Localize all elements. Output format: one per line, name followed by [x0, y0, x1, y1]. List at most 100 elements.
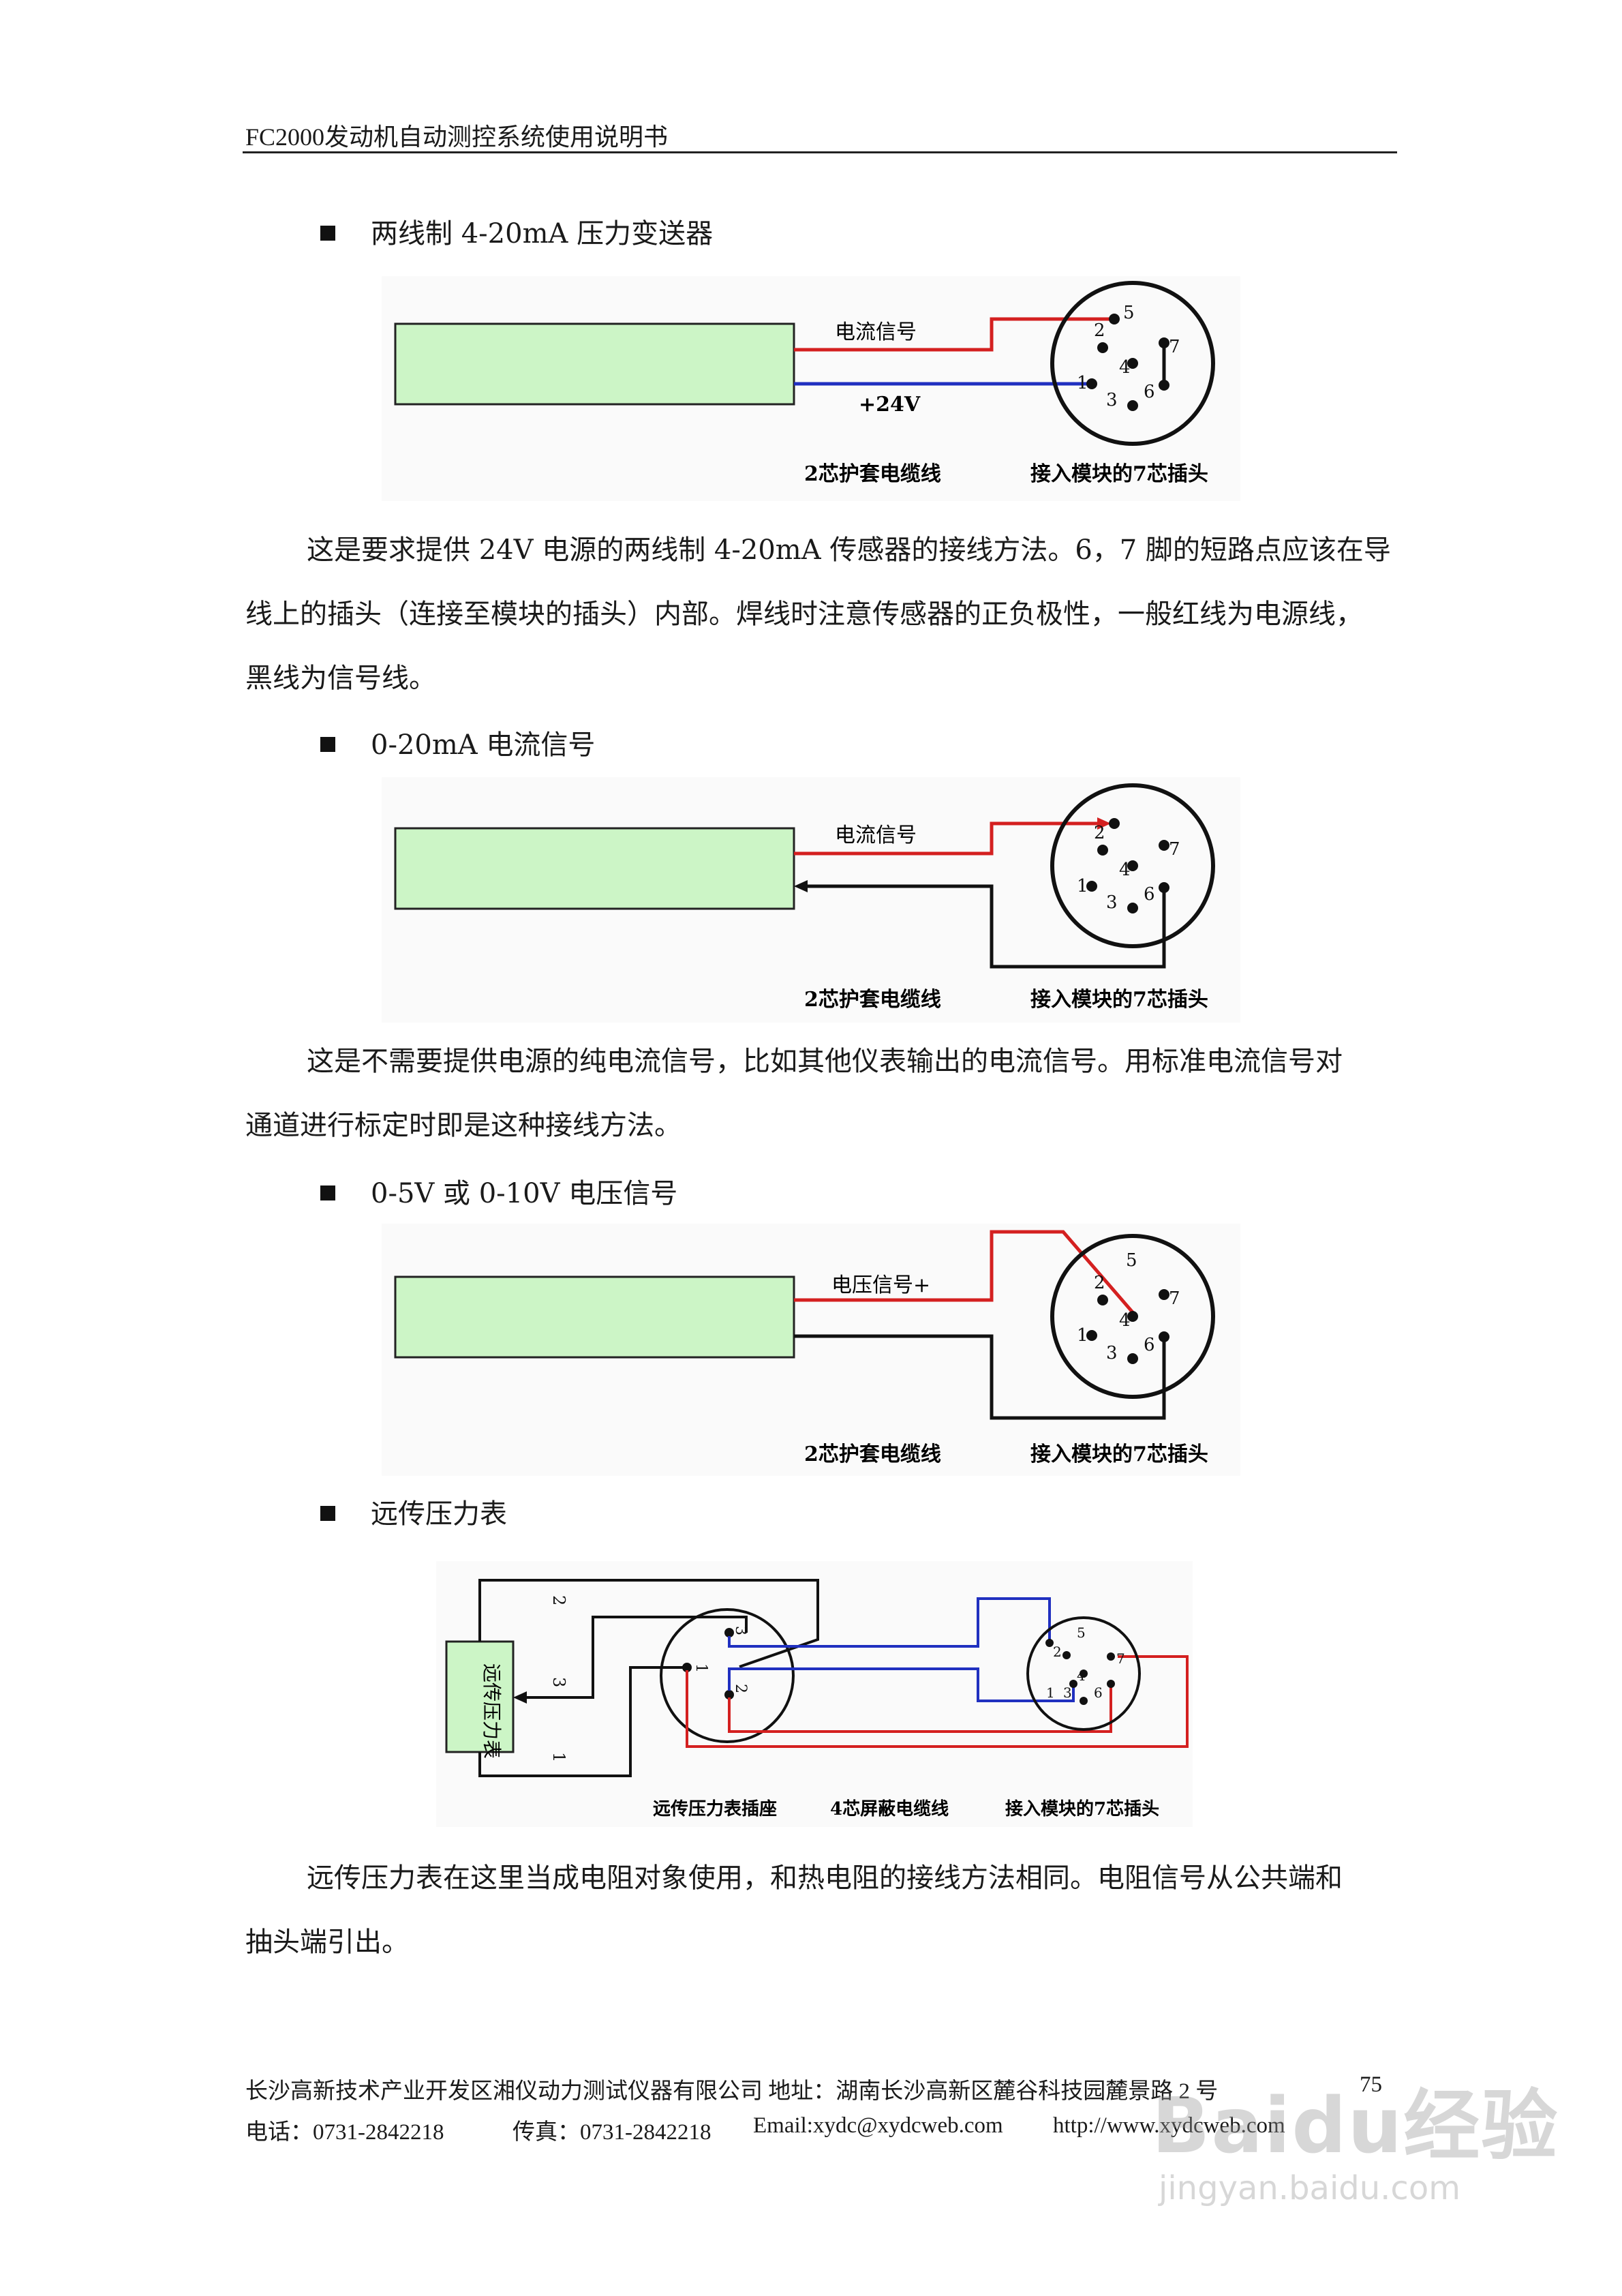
paragraph-line: 黑线为信号线。: [245, 663, 436, 694]
sensor-box: [394, 827, 795, 910]
paragraph-line: 这是不需要提供电源的纯电流信号，比如其他仪表输出的电流信号。用标准电流信号对: [307, 1046, 1343, 1077]
red-wire-1: [686, 1655, 1189, 1748]
baidu-watermark-logo: Baidu经验: [1152, 2082, 1559, 2171]
section-heading-remote-gauge: 远传压力表: [320, 1492, 507, 1531]
svg-text:1: 1: [1077, 373, 1088, 393]
bullet-square-icon: [320, 1185, 335, 1200]
wiring-diagram-4-20ma: 电流信号 +24V 524 7 13 6 2芯护套电缆线 接入模块的7芯插头: [382, 276, 1240, 501]
plug-label: 接入模块的7芯插头: [1005, 1798, 1159, 1819]
plug-label: 接入模块的7芯插头: [1030, 1442, 1208, 1466]
svg-text:7: 7: [1169, 337, 1180, 357]
svg-text:3: 3: [549, 1677, 568, 1687]
blue-wire-1: [728, 1597, 1051, 1648]
svg-text:3: 3: [1106, 390, 1118, 410]
wire-label-24v: +24V: [859, 393, 921, 417]
wire-1: [478, 1666, 687, 1777]
svg-text:3: 3: [1106, 892, 1118, 913]
svg-text:6: 6: [1144, 884, 1155, 905]
paragraph-line: 这是要求提供 24V 电源的两线制 4-20mA 传感器的接线方法。6，7 脚的…: [307, 534, 1391, 566]
connector-pins: [1045, 1639, 1115, 1705]
wire-3-arrow-icon: [513, 1691, 527, 1704]
red-wire-2: [728, 1684, 1112, 1733]
gauge-socket: [660, 1608, 795, 1743]
section-heading-text: 0-5V 或 0-10V 电压信号: [371, 1178, 678, 1209]
header-divider: [243, 151, 1397, 153]
section-heading-voltage: 0-5V 或 0-10V 电压信号: [320, 1171, 677, 1211]
gauge-label: 远传压力表: [480, 1663, 503, 1759]
svg-text:6: 6: [1094, 1685, 1103, 1701]
svg-text:2: 2: [1094, 1273, 1105, 1293]
svg-text:1: 1: [1077, 1325, 1088, 1346]
svg-text:7: 7: [1169, 1288, 1180, 1309]
svg-text:6: 6: [1144, 382, 1155, 402]
svg-text:2: 2: [732, 1684, 749, 1693]
red-wire: [794, 317, 1114, 352]
wire-numbers: 2 3 1: [549, 1595, 568, 1762]
sensor-box: [394, 1275, 795, 1359]
red-wire: [794, 821, 1101, 856]
paragraph-line: 通道进行标定时即是这种接线方法。: [245, 1110, 682, 1141]
footer-company-address: 长沙高新技术产业开发区湘仪动力测试仪器有限公司 地址：湖南长沙高新区麓谷科技园麓…: [245, 2079, 1219, 2104]
baidu-watermark-url: jingyan.baidu.com: [1159, 2169, 1460, 2207]
section-heading-text: 远传压力表: [371, 1498, 507, 1530]
cable-label: 2芯护套电缆线: [804, 1442, 941, 1466]
svg-text:1: 1: [692, 1663, 709, 1673]
wiring-diagram-voltage: 电压信号+ 5 24 7 13 6 2芯护套电缆线 接入模块的7芯插头: [382, 1224, 1240, 1476]
black-wire-arrow-icon: [794, 880, 808, 892]
page-number: 75: [1360, 2072, 1382, 2097]
svg-text:6: 6: [1144, 1335, 1155, 1355]
socket-pin-numbers: 3 1 2: [692, 1626, 749, 1693]
connector-7pin: [1050, 281, 1215, 446]
svg-text:1: 1: [549, 1752, 568, 1762]
svg-text:5: 5: [1123, 303, 1135, 323]
socket-label: 远传压力表插座: [653, 1798, 777, 1819]
svg-text:2: 2: [1053, 1644, 1062, 1660]
section-heading-text: 两线制 4-20mA 压力变送器: [371, 218, 714, 250]
blue-wire-2: [728, 1667, 1075, 1702]
bullet-square-icon: [320, 737, 335, 752]
paragraph-remote-gauge: 远传压力表在这里当成电阻对象使用，和热电阻的接线方法相同。电阻信号从公共端和 抽…: [245, 1846, 1397, 1974]
document-header-title: FC2000发动机自动测控系统使用说明书: [245, 123, 669, 151]
svg-text:5: 5: [1077, 1625, 1086, 1641]
plug-label: 接入模块的7芯插头: [1030, 462, 1208, 486]
paragraph-0-20ma: 这是不需要提供电源的纯电流信号，比如其他仪表输出的电流信号。用标准电流信号对 通…: [245, 1029, 1397, 1158]
wire-2: [478, 1579, 819, 1668]
pin-numbers: 524 7 13 6: [1077, 303, 1180, 410]
connector-7pin: [1050, 783, 1215, 948]
svg-text:3: 3: [1106, 1343, 1118, 1363]
svg-text:1: 1: [1077, 876, 1088, 896]
section-heading-text: 0-20mA 电流信号: [371, 729, 596, 761]
sensor-box: [394, 322, 795, 406]
footer-email: Email:xydc@xydcweb.com: [753, 2113, 1003, 2138]
svg-text:7: 7: [1116, 1650, 1125, 1667]
connector-pins: [1086, 1289, 1169, 1364]
connector-7pin: [1026, 1616, 1141, 1731]
pin-numbers: 5 24 7 13 6: [1077, 1250, 1180, 1363]
svg-text:2: 2: [1094, 320, 1105, 341]
svg-text:5: 5: [1126, 1250, 1137, 1271]
plug-label: 接入模块的7芯插头: [1030, 988, 1208, 1012]
connector-pins: [1086, 818, 1169, 913]
svg-text:1: 1: [1046, 1685, 1055, 1701]
svg-text:2: 2: [1094, 823, 1105, 843]
cable-label: 2芯护套电缆线: [804, 462, 941, 486]
bullet-square-icon: [320, 226, 335, 241]
red-wire: [794, 1230, 1134, 1314]
diagram-background: [436, 1561, 1193, 1827]
footer-phone: 电话：0731-2842218: [245, 2120, 444, 2145]
footer-website: http://www.xydcweb.com: [1053, 2113, 1285, 2138]
wire-label-voltage: 电压信号+: [831, 1273, 930, 1297]
svg-text:4: 4: [1119, 1310, 1131, 1331]
bullet-square-icon: [320, 1506, 335, 1521]
cable-label: 2芯护套电缆线: [804, 988, 941, 1012]
svg-text:4: 4: [1119, 357, 1131, 378]
wire-label-signal: 电流信号: [835, 824, 917, 847]
wire-label-signal: 电流信号: [835, 320, 917, 344]
svg-text:4: 4: [1119, 860, 1131, 880]
section-heading-4-20ma: 两线制 4-20mA 压力变送器: [320, 211, 713, 251]
paragraph-line: 抽头端引出。: [245, 1927, 409, 1958]
wire-3: [523, 1616, 748, 1699]
